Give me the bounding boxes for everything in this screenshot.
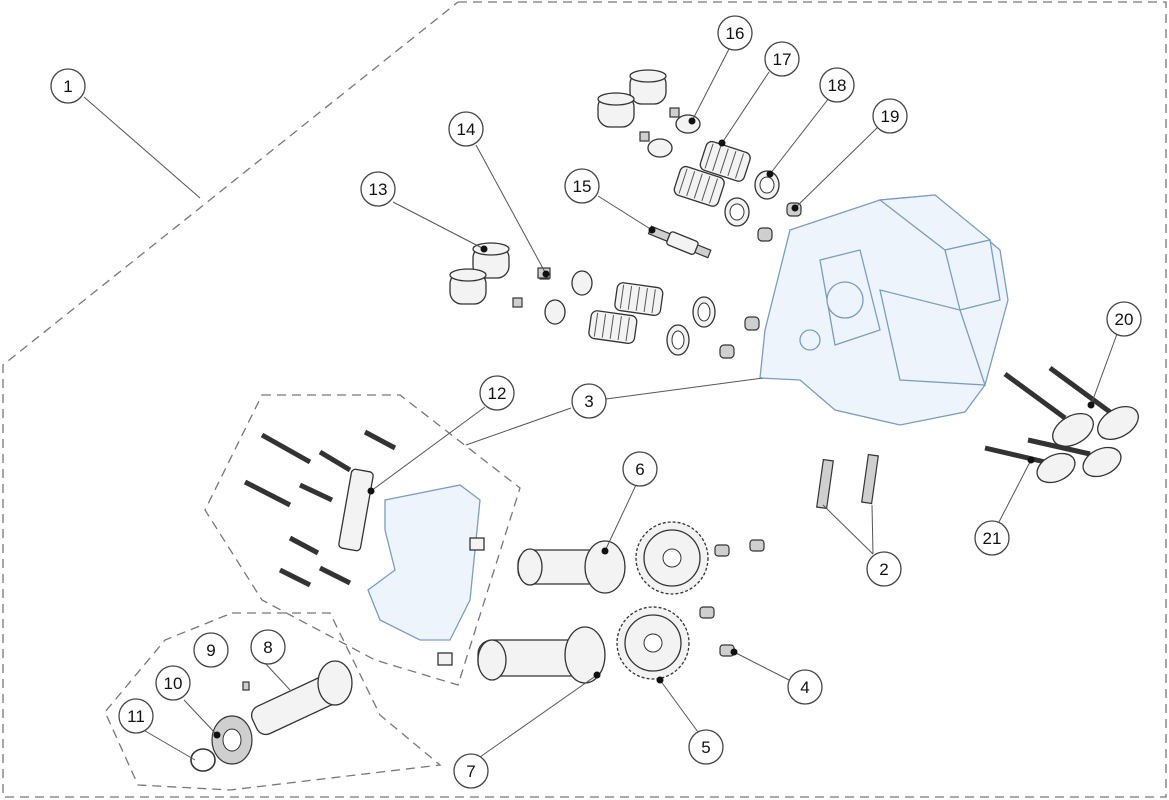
decompressor-shaft (250, 660, 353, 736)
callout-12: 12 (479, 375, 515, 411)
callout-13: 13 (360, 171, 396, 207)
callout-21-label: 21 (983, 529, 1002, 548)
decompressor-group-outline (104, 612, 442, 791)
cam-sprocket-upper (635, 521, 709, 595)
callout-3-label: 3 (584, 392, 593, 411)
callout-20: 20 (1106, 301, 1142, 337)
callout-19: 19 (872, 98, 908, 134)
camshaft-holder (338, 468, 485, 666)
callout-17: 17 (764, 41, 800, 77)
callout-10-label: 10 (164, 674, 183, 693)
callout-16: 16 (717, 15, 753, 51)
tappets-13 (449, 242, 510, 305)
callout-4-label: 4 (800, 678, 809, 697)
exhaust-valves (984, 437, 1122, 484)
camshaft-6 (517, 540, 626, 594)
intake-valves (1003, 365, 1139, 448)
callout-14: 14 (448, 111, 484, 147)
callout-5: 5 (688, 729, 724, 765)
callout-15-label: 15 (573, 177, 592, 196)
callout-19-label: 19 (881, 107, 900, 126)
tappets-upper (597, 69, 667, 128)
callout-7: 7 (453, 753, 489, 789)
callout-9-label: 9 (206, 641, 215, 660)
sprocket-bolts (699, 539, 765, 657)
decompressor-weight (211, 715, 253, 765)
callout-11-label: 11 (127, 707, 145, 726)
spark-plug (647, 225, 712, 259)
callout-21: 21 (974, 520, 1010, 556)
callout-2: 2 (866, 551, 902, 587)
cam-sprocket-lower (616, 606, 690, 680)
callout-12-label: 12 (488, 384, 507, 403)
bearing-cap-group-outline (204, 394, 521, 686)
callout-3: 3 (571, 383, 607, 419)
callout-20-label: 20 (1115, 310, 1134, 329)
spring-seats (666, 170, 780, 356)
callout-11: 11 (118, 698, 154, 734)
callout-1: 1 (50, 68, 86, 104)
callout-8-label: 8 (263, 638, 272, 657)
callout-8: 8 (250, 629, 286, 665)
valve-springs (588, 140, 751, 345)
callout-2-label: 2 (879, 560, 888, 579)
cap-bolts (243, 429, 397, 588)
callout-4: 4 (787, 669, 823, 705)
leader-lines (83, 46, 1118, 761)
leader-dots (213, 117, 1095, 739)
callout-17-label: 17 (773, 50, 792, 69)
circlip (190, 748, 216, 772)
callout-9: 9 (193, 632, 229, 668)
callout-1-label: 1 (63, 77, 72, 96)
callout-16-label: 16 (726, 24, 745, 43)
camshaft-7 (477, 626, 606, 684)
callout-6: 6 (622, 451, 658, 487)
callout-18-label: 18 (828, 76, 847, 95)
studs (816, 453, 879, 510)
callout-18: 18 (819, 67, 855, 103)
callout-14-label: 14 (457, 120, 476, 139)
callout-7-label: 7 (466, 762, 475, 781)
callout-5-label: 5 (701, 738, 710, 757)
callout-6-label: 6 (635, 460, 644, 479)
callout-10: 10 (155, 665, 191, 701)
cylinder-head (759, 194, 1009, 426)
callout-13-label: 13 (369, 180, 388, 199)
callout-15: 15 (564, 168, 600, 204)
decompressor-pin (242, 681, 250, 691)
